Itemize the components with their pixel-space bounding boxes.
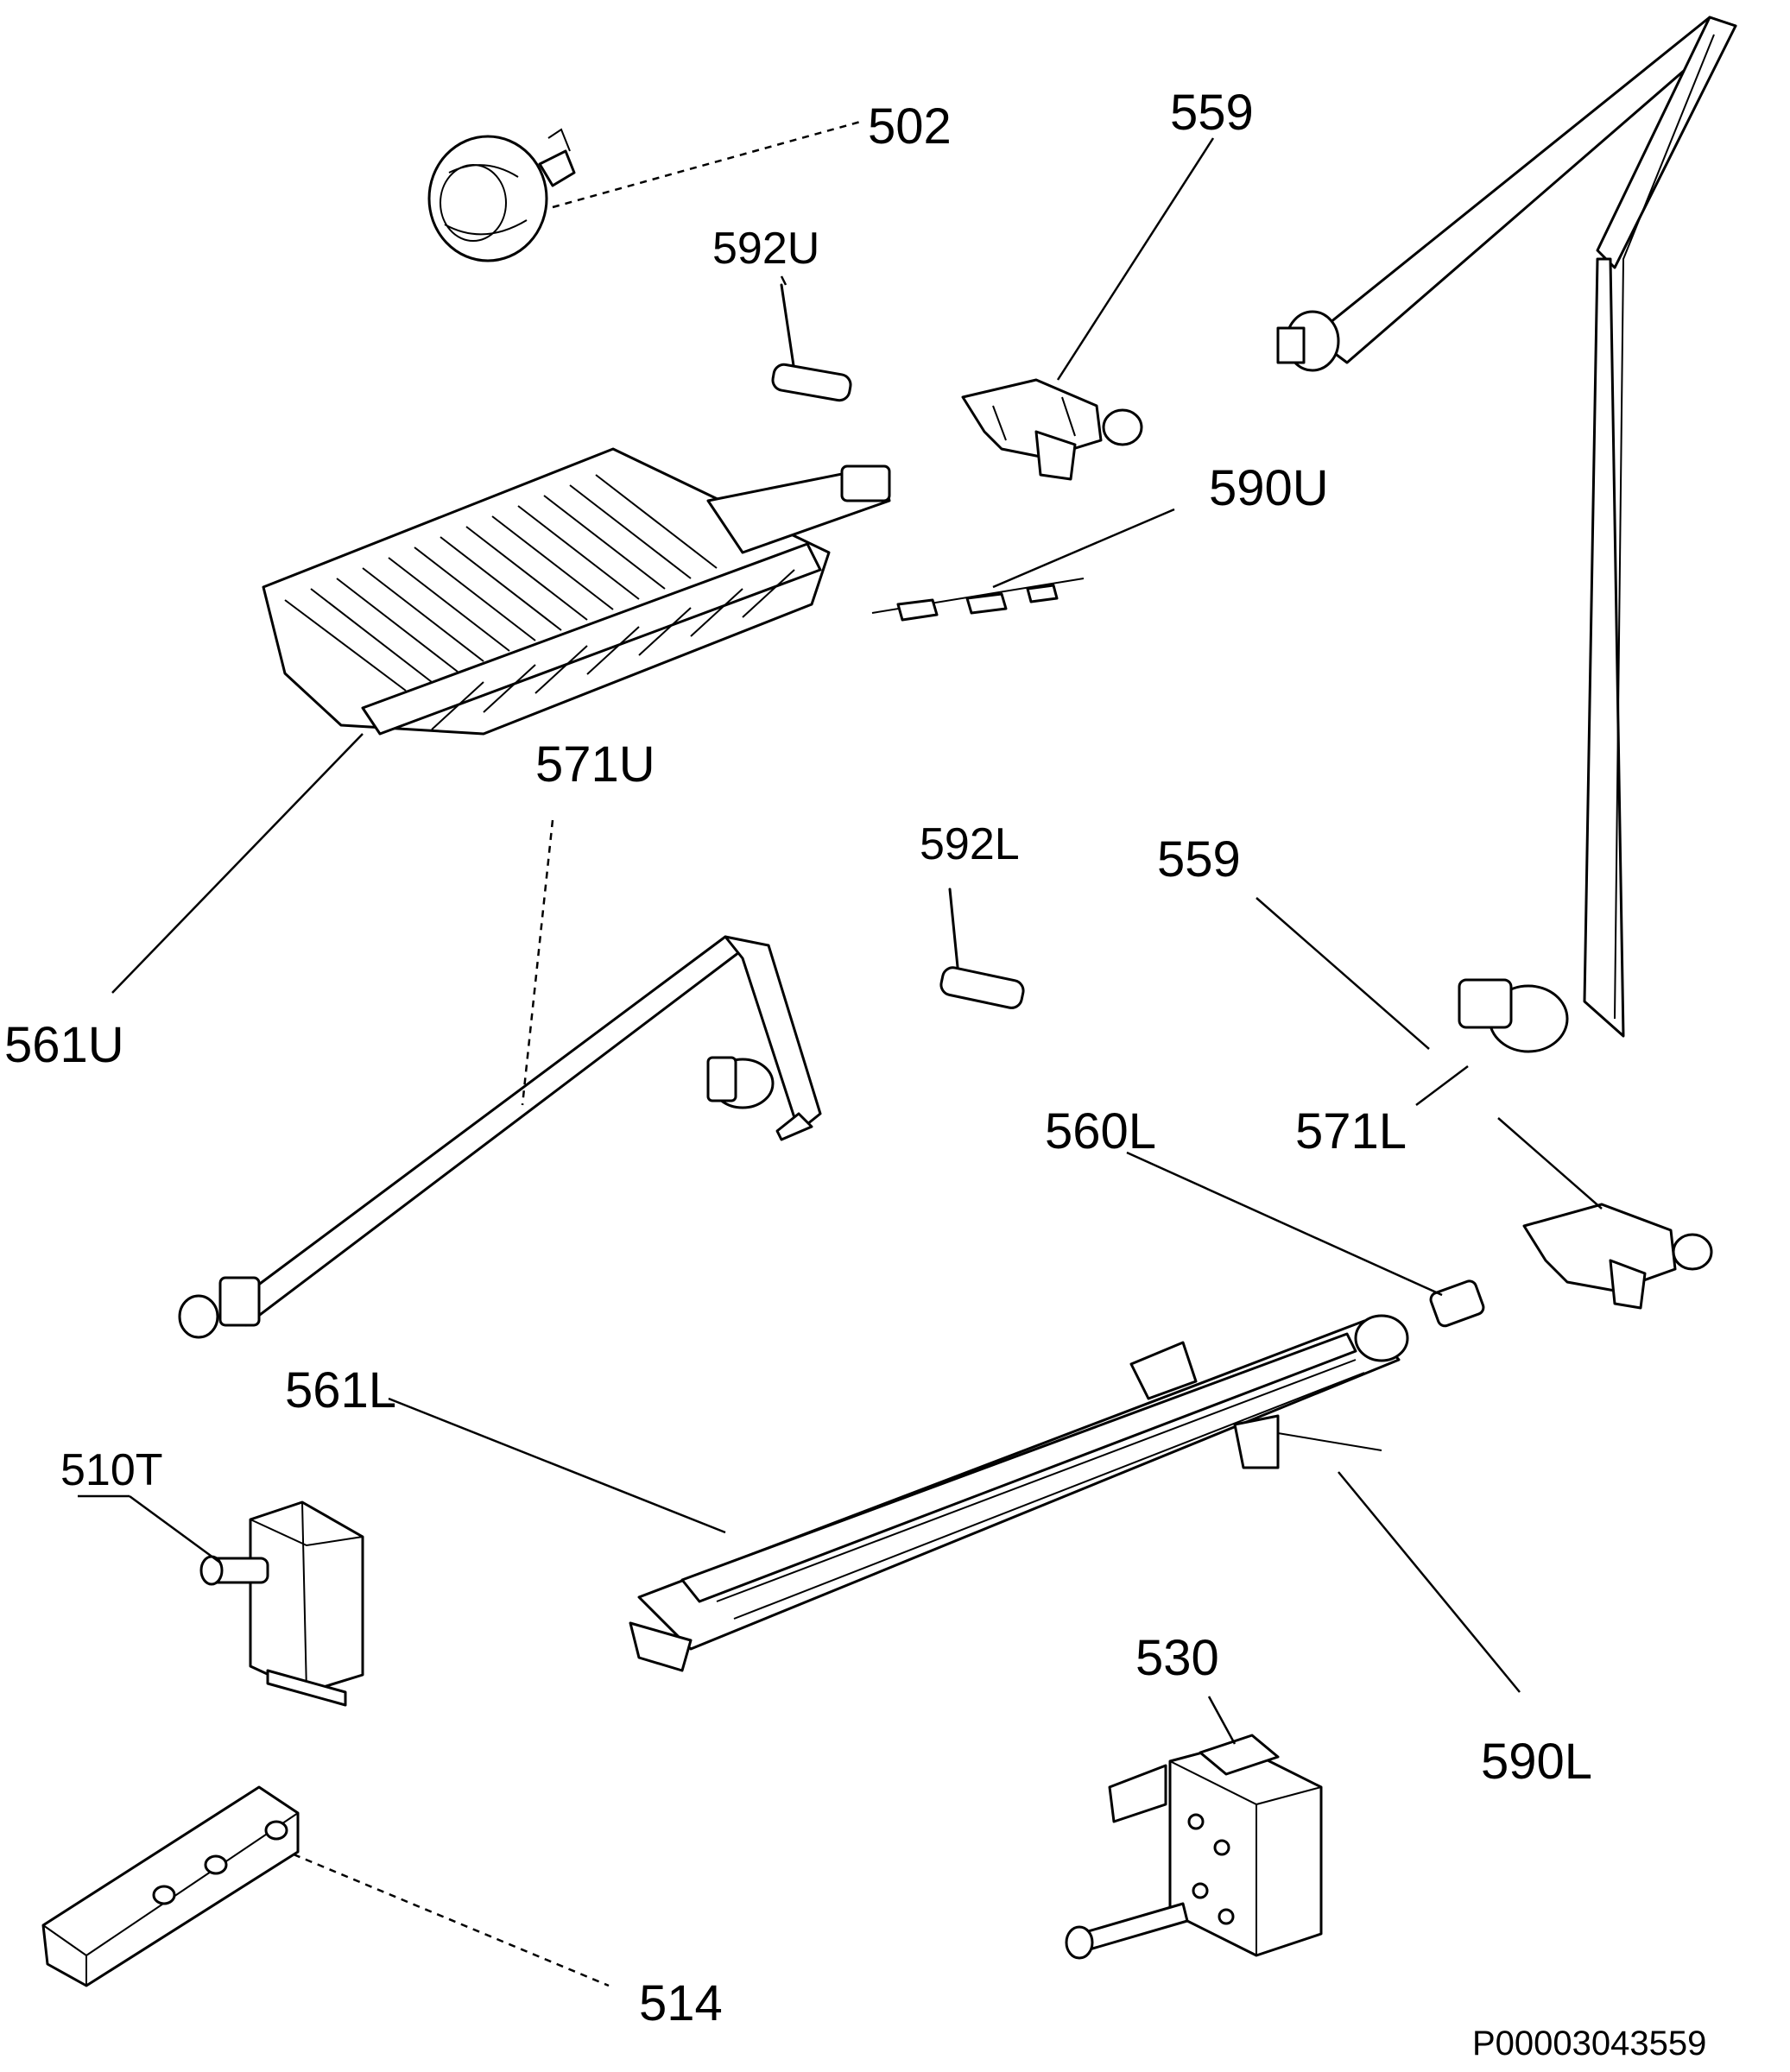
- leader-lines: [78, 119, 1603, 1987]
- callout-559-middle: 559: [1157, 831, 1241, 888]
- part-530-valve-block: [1065, 1734, 1323, 1960]
- callout-590L: 590L: [1481, 1734, 1592, 1790]
- part-592U-pin: [771, 283, 852, 402]
- callout-559-upper: 559: [1170, 85, 1254, 141]
- part-561U-upper-burner: [262, 447, 891, 736]
- part-592L-pin: [939, 888, 1025, 1009]
- part-510T-thermostat: [199, 1500, 364, 1707]
- callout-502: 502: [868, 98, 952, 155]
- callout-561L: 561L: [285, 1362, 396, 1418]
- drawing-code: P00003043559: [1472, 2025, 1706, 2063]
- callout-571U: 571U: [535, 736, 655, 793]
- part-559-lower-valve: [1522, 1203, 1713, 1310]
- part-514-ignition-module: [41, 1785, 300, 1987]
- callout-592U: 592U: [712, 224, 819, 274]
- callout-592L: 592L: [920, 819, 1020, 869]
- part-502-knob: [427, 128, 576, 262]
- part-571U-lower-tube: [178, 935, 822, 1339]
- part-559-upper-valve: [961, 378, 1143, 481]
- callout-571L: 571L: [1295, 1103, 1407, 1159]
- callout-530: 530: [1135, 1630, 1219, 1686]
- callout-590U: 590U: [1209, 460, 1329, 516]
- part-560L-injector: [1429, 1279, 1485, 1328]
- part-590U-thermocouple: [871, 578, 1085, 622]
- part-561L-lower-burner: [629, 1314, 1409, 1672]
- callout-514: 514: [639, 1975, 723, 2031]
- callout-510T: 510T: [60, 1445, 163, 1495]
- callout-561U: 561U: [4, 1017, 124, 1073]
- part-upper-gas-tube: [1276, 16, 1737, 1053]
- callout-560L: 560L: [1045, 1103, 1156, 1159]
